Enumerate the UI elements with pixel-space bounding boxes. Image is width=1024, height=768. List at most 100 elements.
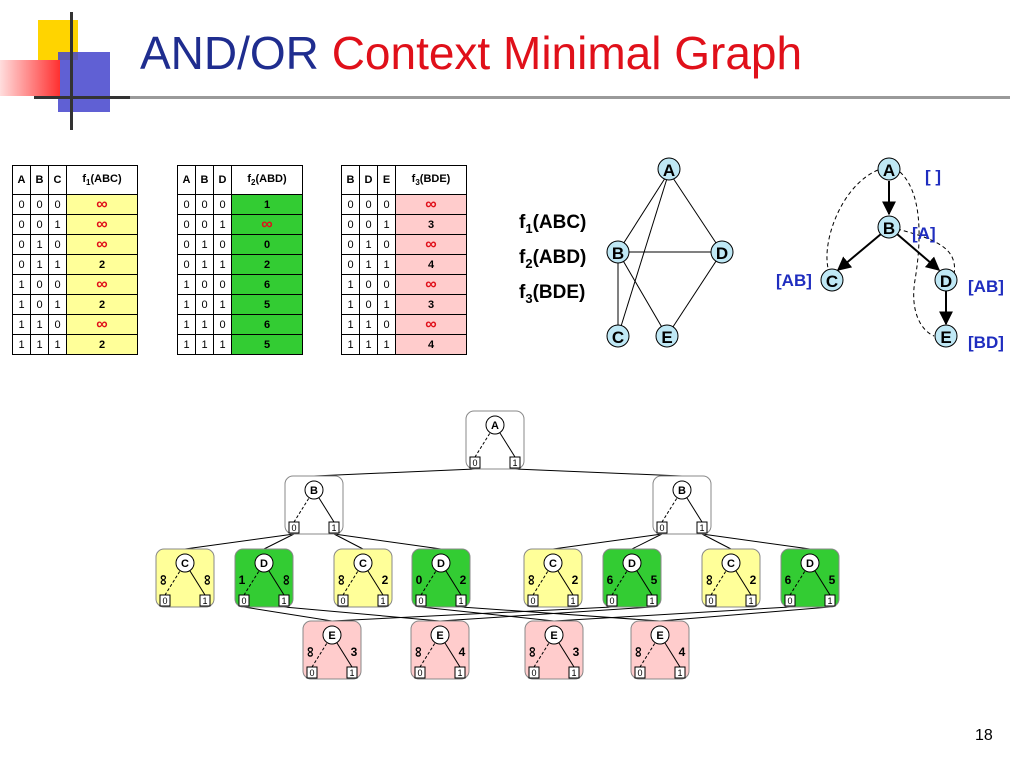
cmg-value-label: 0 <box>340 596 345 606</box>
cost-cell: 2 <box>66 294 138 315</box>
cmg-left-cost: ∞ <box>155 575 172 586</box>
primal-node-c: C <box>606 324 630 348</box>
page-title: AND/OR Context Minimal Graph <box>140 27 803 79</box>
svg-text:E: E <box>661 328 672 347</box>
context-c: [AB] <box>776 271 812 290</box>
cmg-value-label: 1 <box>202 596 207 606</box>
cost-cell: 3 <box>395 214 467 235</box>
cmg-value-label: 1 <box>457 668 462 678</box>
cost-cell: 2 <box>66 334 138 355</box>
cmg-var-label: D <box>806 558 814 570</box>
cmg-right-cost: 2 <box>460 573 467 587</box>
cmg-right-cost: ∞ <box>199 575 216 586</box>
table-header-function: f2(ABD) <box>231 165 303 195</box>
cmg-value-label: 1 <box>677 668 682 678</box>
cmg-edge <box>333 533 442 550</box>
cost-cell: 5 <box>231 334 303 355</box>
cmg-value-label: 0 <box>241 596 246 606</box>
cost-cell: 6 <box>231 274 303 295</box>
cmg-value-label: 0 <box>637 668 642 678</box>
function-f1: f1(ABC) <box>519 212 587 236</box>
cmg-left-cost: ∞ <box>523 575 540 586</box>
cost-cell: 4 <box>395 254 467 275</box>
cost-cell: 4 <box>395 334 467 355</box>
cmg-right-cost: 5 <box>651 573 658 587</box>
cmg-value-label: 1 <box>699 523 704 533</box>
pseudo-node-e: E <box>934 324 958 348</box>
function-list: f1(ABC) f2(ABD) f3(BDE) <box>519 208 586 312</box>
cmg-left-cost: ∞ <box>524 647 541 658</box>
cmg-var-label: E <box>436 630 443 642</box>
cmg-left-cost: ∞ <box>701 575 718 586</box>
svg-text:D: D <box>716 244 728 263</box>
cmg-right-cost: 4 <box>459 645 466 659</box>
cmg-left-cost: ∞ <box>410 647 427 658</box>
cost-cell: ∞ <box>66 274 138 295</box>
cmg-right-cost: 2 <box>750 573 757 587</box>
cmg-right-cost: 4 <box>679 645 686 659</box>
cmg-value-label: 0 <box>162 596 167 606</box>
cmg-value-label: 1 <box>349 668 354 678</box>
cmg-value-label: 1 <box>827 596 832 606</box>
cmg-var-label: E <box>328 630 335 642</box>
cmg-value-label: 1 <box>512 458 517 468</box>
pseudo-tree: A B C D E [ ] [A] [AB] [AB] [BD] <box>776 157 1004 352</box>
cmg-value-label: 0 <box>291 523 296 533</box>
context-b: [A] <box>912 224 936 243</box>
svg-text:C: C <box>826 272 838 291</box>
cmg-value-label: 0 <box>787 596 792 606</box>
cmg-edge <box>313 468 476 477</box>
cost-cell: ∞ <box>66 194 138 215</box>
cmg-right-cost: 3 <box>573 645 580 659</box>
cost-cell: 1 <box>231 194 303 215</box>
cmg-var-label: D <box>628 558 636 570</box>
title-underline <box>130 96 1010 99</box>
svg-text:B: B <box>883 219 895 238</box>
cmg-edge <box>514 468 683 477</box>
context-e: [BD] <box>968 333 1004 352</box>
cost-cell: ∞ <box>395 274 467 295</box>
context-a: [ ] <box>925 167 941 186</box>
cmg-var-label: A <box>491 420 499 432</box>
cmg-value-label: 0 <box>609 596 614 606</box>
cost-cell: 2 <box>231 254 303 275</box>
function-f2: f2(ABD) <box>519 246 587 271</box>
cmg-value-label: 1 <box>331 523 336 533</box>
cmg-value-label: 0 <box>531 668 536 678</box>
cmg-edge <box>243 606 333 622</box>
cmg-left-cost: ∞ <box>630 647 647 658</box>
cmg-var-label: C <box>181 558 189 570</box>
function-f3: f3(BDE) <box>519 281 586 306</box>
table-header: E <box>377 165 396 195</box>
cmg-right-cost: ∞ <box>278 575 295 586</box>
cmg-var-label: C <box>359 558 367 570</box>
cmg-edge <box>420 606 555 622</box>
cmg-value-label: 0 <box>530 596 535 606</box>
svg-text:C: C <box>612 328 624 347</box>
cmg-value-label: 0 <box>472 458 477 468</box>
cmg-left-cost: ∞ <box>302 647 319 658</box>
cmg-edges <box>184 468 831 622</box>
primal-and-pseudo-tree: A B D C E A B C D E [ ] [A] [AB] [AB] [B… <box>606 157 1004 352</box>
cost-cell: ∞ <box>66 314 138 335</box>
